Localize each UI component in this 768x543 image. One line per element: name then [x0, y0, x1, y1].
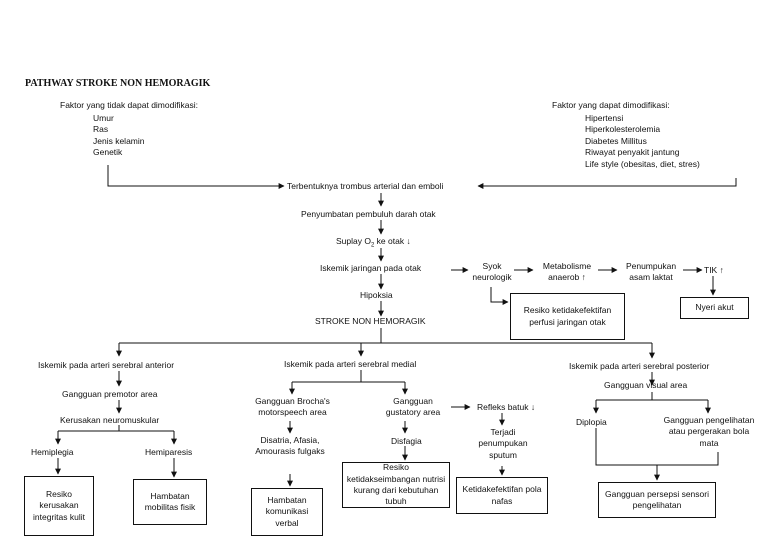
- box-skin-integrity: Resiko kerusakan integritas kulit: [24, 476, 94, 536]
- list-item: Hiperkolesterolemia: [585, 124, 661, 135]
- box-visual-perception: Gangguan persepsi sensori pengelihatan: [598, 482, 716, 518]
- left-factors-heading: Faktor yang tidak dapat dimodifikasi:: [60, 100, 198, 110]
- node-cough: Refleks batuk ↓: [477, 402, 536, 412]
- node-hemiplegia: Hemiplegia: [31, 447, 74, 457]
- list-item: Genetik: [93, 147, 123, 158]
- node-visual: Gangguan visual area: [604, 380, 688, 390]
- node-shock: Syok neurologik: [472, 261, 512, 283]
- list-item: Jenis kelamin: [93, 135, 145, 146]
- node-thrombus: Terbentuknya trombus arterial dan emboli: [287, 181, 444, 191]
- page-title: PATHWAY STROKE NON HEMORAGIK: [25, 78, 211, 89]
- node-stroke: STROKE NON HEMORAGIK: [315, 316, 426, 326]
- box-nutrition: Resiko ketidakseimbangan nutrisi kurang …: [342, 462, 450, 508]
- node-hypoxia: Hipoksia: [360, 290, 393, 300]
- node-dysphagia: Disfagia: [391, 436, 422, 446]
- box-pain: Nyeri akut: [680, 297, 749, 319]
- node-occlusion: Penyumbatan pembuluh darah otak: [301, 209, 436, 219]
- node-medial: Iskemik pada arteri serebral medial: [284, 359, 417, 369]
- node-ischemia: Iskemik jaringan pada otak: [320, 263, 422, 273]
- arrow-left-factors: [107, 165, 285, 189]
- list-item: Hipertensi: [585, 113, 624, 123]
- node-eye-movement: Gangguan pengelihatan atau pergerakan bo…: [663, 415, 755, 448]
- list-item: Diabetes Millitus: [585, 135, 647, 146]
- node-sputum: Terjadi penumpukan sputum: [478, 427, 528, 460]
- arrow-to-perfusion: [490, 287, 509, 305]
- node-o2-supply: Suplay O2 ke otak ↓: [336, 236, 411, 249]
- node-premotor: Gangguan premotor area: [62, 389, 158, 399]
- node-neuromuscular: Kerusakan neuromuskular: [60, 415, 160, 425]
- node-diplopia: Diplopia: [576, 417, 607, 427]
- box-verbal-communication: Hambatan komunikasi verbal: [251, 488, 323, 536]
- node-broca: Gangguan Brocha's motorspeech area: [255, 396, 330, 418]
- left-factors-list: Umur Ras Jenis kelamin Genetik: [93, 113, 145, 159]
- box-breathing-pattern: Ketidakefektifan pola nafas: [456, 477, 548, 514]
- right-factors-list: Hipertensi Hiperkolesterolemia Diabetes …: [585, 113, 700, 170]
- node-anterior: Iskemik pada arteri serebral anterior: [38, 360, 175, 370]
- box-perfusion: Resiko ketidakefektifan perfusi jaringan…: [510, 293, 625, 340]
- list-item: Life style (obesitas, diet, stres): [585, 158, 700, 169]
- list-item: Umur: [93, 113, 114, 123]
- arrow-right-factors: [477, 178, 737, 189]
- node-anaerob: Metabolisme anaerob ↑: [542, 261, 592, 283]
- box-mobility: Hambatan mobilitas fisik: [133, 479, 207, 525]
- list-item: Riwayat penyakit jantung: [585, 147, 680, 158]
- list-item: Ras: [93, 124, 109, 135]
- node-hemiparesis: Hemiparesis: [145, 447, 193, 457]
- node-gustatory: Gangguan gustatory area: [385, 396, 441, 418]
- node-posterior: Iskemik pada arteri serebral posterior: [569, 361, 710, 371]
- node-tik: TIK ↑: [704, 265, 724, 275]
- node-aphasia: Disatria, Afasia, Amourasis fulgaks: [255, 435, 325, 457]
- right-factors-heading: Faktor yang dapat dimodifikasi:: [552, 100, 670, 110]
- node-lactate: Penumpukan asam laktat: [625, 261, 677, 283]
